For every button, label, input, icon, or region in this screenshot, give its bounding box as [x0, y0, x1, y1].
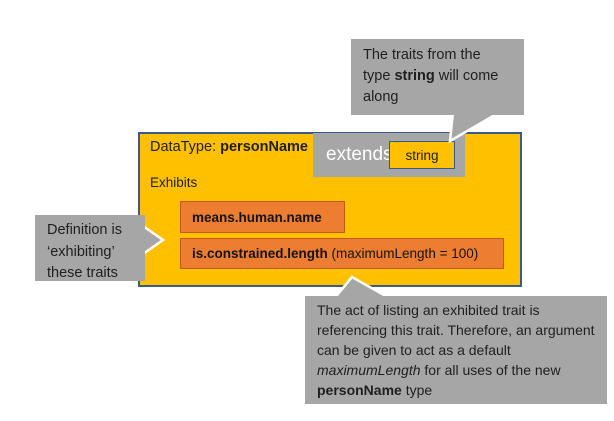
callout-exhibiting-traits: Definition is ‘exhibiting’ these traits [35, 215, 145, 281]
callout-bold-text: personName [317, 382, 402, 398]
datatype-name: personName [220, 139, 308, 155]
callout-text: The traits from the type [363, 47, 481, 84]
datatype-box: DataType: personName extends string Exhi… [138, 132, 522, 287]
extends-label: extends [326, 144, 393, 165]
callout-default-argument: The act of listing an exhibited trait is… [305, 296, 607, 404]
callout-text: type [401, 382, 433, 398]
callout-text: will come along [363, 68, 499, 105]
exhibits-label: Exhibits [150, 175, 198, 190]
trait-args: (maximumLength = 100) [327, 246, 479, 261]
trait-box-means-human-name: means.human.name [180, 201, 345, 233]
callout-traits-come-along: The traits from the type string will com… [351, 39, 524, 115]
callout-bold-text: string [394, 68, 435, 84]
base-type-label: string [405, 147, 439, 163]
callout-text: Definition is ‘exhibiting’ these traits [47, 222, 122, 281]
callout-text: The act of listing an exhibited trait is… [317, 302, 595, 358]
datatype-prefix: DataType: [150, 139, 221, 155]
datatype-title: DataType: personName [150, 139, 308, 155]
trait-name: means.human.name [192, 209, 322, 225]
base-type-box: string [389, 141, 455, 169]
extends-box: extends string [313, 133, 465, 177]
trait-box-is-constrained-length: is.constrained.length (maximumLength = 1… [180, 238, 504, 269]
trait-name: is.constrained.length [192, 246, 328, 261]
callout-italic-text: maximumLength [317, 362, 421, 378]
callout-text: for all uses of the new [420, 362, 561, 378]
